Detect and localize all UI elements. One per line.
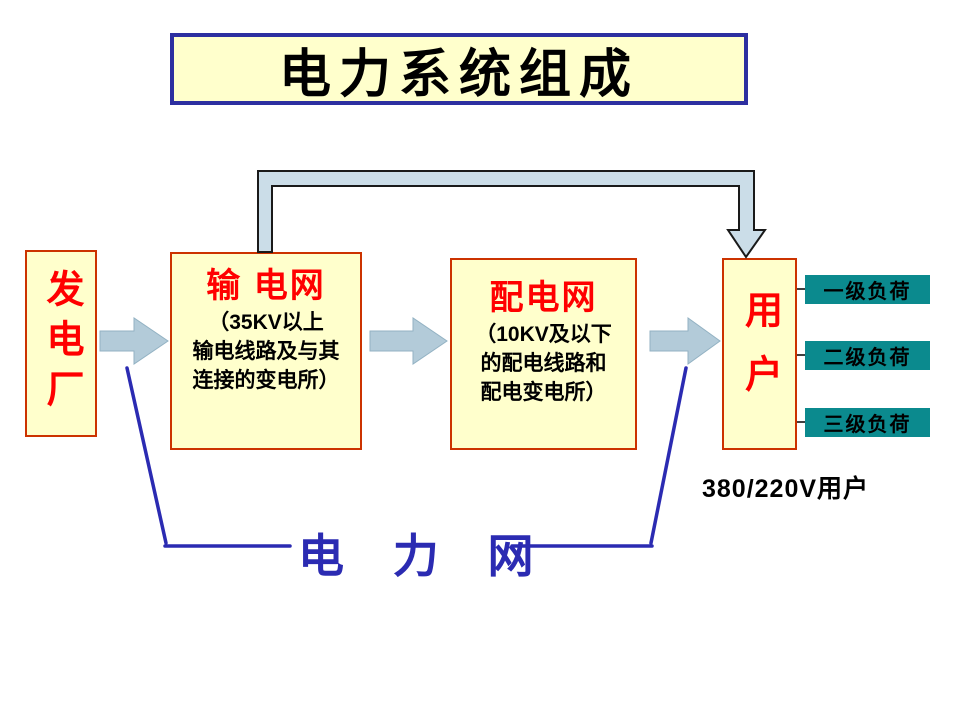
distribution-desc-line3: 配电变电所） — [480, 381, 607, 404]
power-plant-label: 发电厂 — [40, 268, 82, 419]
node-transmission-network: 输 电网 （35KV以上 输电线路及与其 连接的变电所） — [170, 252, 362, 450]
users-voltage-caption: 380/220V用户 — [702, 475, 870, 503]
arrow-plant-to-transmission-icon — [99, 317, 169, 365]
network-bracket-left-diagonal — [125, 366, 168, 545]
distribution-desc-line2: 的配电线路和 — [480, 352, 607, 375]
distribution-title: 配电网 — [489, 279, 598, 317]
load-level-3: 三级负荷 — [805, 408, 930, 437]
load-level-3-label: 三级负荷 — [823, 414, 912, 436]
transmission-title: 输 电网 — [206, 267, 326, 305]
node-distribution-network: 配电网 （10KV及以下 的配电线路和 配电变电所） — [450, 258, 637, 450]
title-box: 电力系统组成 — [170, 33, 748, 105]
transmission-desc-line2: 输电线路及与其 — [192, 340, 340, 363]
load-level-1-label: 一级负荷 — [823, 281, 912, 303]
transmission-desc-line1: （35KV以上 — [208, 311, 324, 334]
page-title: 电力系统组成 — [278, 45, 639, 104]
power-network-label: 电 力 网 — [298, 530, 552, 582]
load-level-2-label: 二级负荷 — [823, 347, 912, 369]
arrow-distribution-to-users-icon — [649, 317, 721, 365]
distribution-desc-line1: （10KV及以下 — [475, 323, 612, 346]
arrow-transmission-to-distribution-icon — [369, 317, 448, 365]
arrow-transmission-bypass-to-users-icon — [257, 170, 767, 259]
network-bracket-right-diagonal — [649, 366, 688, 545]
node-power-plant: 发电厂 — [25, 250, 97, 437]
load-level-1: 一级负荷 — [805, 275, 930, 304]
load-level-2: 二级负荷 — [805, 341, 930, 370]
node-users: 用户 — [722, 258, 797, 450]
users-label: 用户 — [738, 290, 781, 418]
transmission-desc-line3: 连接的变电所） — [192, 369, 340, 392]
